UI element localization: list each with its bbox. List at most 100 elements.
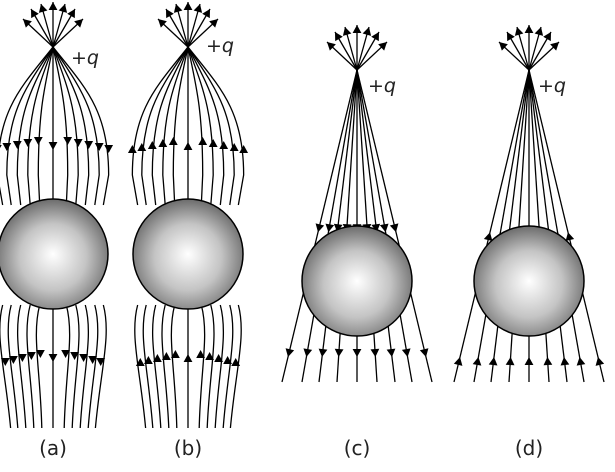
upper-field-line-b-r3 — [187, 46, 235, 206]
lower-arrow-c-2 — [318, 348, 328, 358]
center-upper-arrow-a — [48, 142, 58, 150]
lower-arrow-b-r4 — [231, 358, 241, 366]
upper-field-line-a-l4 — [0, 46, 54, 206]
upper-field-line-b-l4 — [131, 46, 189, 206]
upper-field-line-a-r3 — [52, 46, 100, 206]
upper-arrow-b-l3 — [137, 143, 147, 151]
charge-label-d: +q — [538, 75, 566, 97]
lower-field-line-a-r4 — [94, 304, 107, 429]
outward-arrow-b-3 — [193, 4, 203, 13]
lower-arrow-b-r2 — [214, 354, 223, 362]
upper-arrow-a-r0 — [63, 137, 73, 145]
lower-field-line-a-r1 — [71, 304, 80, 429]
field-line-d-6 — [528, 69, 568, 383]
upper-arrow-d-8 — [565, 232, 575, 242]
lower-arrow-a-r2 — [79, 354, 88, 362]
lower-arrow-d-5 — [543, 357, 553, 366]
lower-arrow-a-l3 — [9, 356, 18, 364]
field-lines-b — [127, 2, 249, 429]
upper-field-line-a-l1 — [27, 46, 54, 206]
outward-arrow-c-0 — [335, 32, 343, 42]
lower-arrow-b-r3 — [223, 356, 232, 364]
lower-arrow-b-l4 — [135, 358, 145, 366]
upper-arrow-c-2 — [333, 223, 343, 233]
outward-arrow-a-4 — [67, 9, 75, 19]
upper-arrow-c-7 — [379, 223, 389, 233]
upper-field-line-a-r2 — [52, 46, 90, 206]
upper-field-line-b-l3 — [141, 46, 189, 206]
lower-arrow-c-4 — [352, 349, 362, 358]
lower-field-line-b-l2 — [151, 304, 162, 429]
outward-arrow-a-2 — [48, 2, 58, 10]
upper-arrow-a-r3 — [94, 143, 104, 151]
upper-arrow-b-r0 — [198, 137, 208, 145]
panel-d: +q (d) — [453, 25, 605, 460]
lower-arrow-a-l0 — [36, 350, 45, 358]
lower-arrow-d-7 — [576, 357, 586, 366]
outward-arrow-d-0 — [507, 32, 515, 42]
charge-label-b: +q — [206, 35, 234, 57]
upper-arrow-b-l4 — [127, 145, 137, 153]
upper-field-line-a-l3 — [6, 46, 54, 206]
lower-arrow-b-r1 — [205, 352, 214, 360]
lower-arrow-c-1 — [303, 348, 313, 358]
panel-label-c: (c) — [344, 436, 371, 460]
outward-arrow-d-2 — [524, 25, 534, 33]
upper-arrow-a-r4 — [104, 145, 114, 153]
outward-arrow-b-2 — [183, 2, 193, 10]
panel-label-d: (d) — [515, 436, 543, 460]
upper-arrow-b-r1 — [208, 139, 218, 147]
outward-arrow-d-6 — [550, 42, 559, 51]
lower-arrow-a-r4 — [96, 358, 106, 366]
outward-arrow-d-3 — [534, 27, 544, 36]
conducting-sphere-c — [301, 225, 413, 337]
lower-arrow-c-5 — [370, 348, 380, 358]
outward-arrow-a-6 — [74, 19, 83, 28]
center-upper-arrow-b — [183, 142, 193, 150]
lower-arrow-b-l2 — [153, 354, 162, 362]
outward-arrow-b-0 — [166, 9, 174, 19]
lower-field-line-b-r0 — [198, 304, 206, 429]
lower-arrow-c-8 — [419, 348, 429, 358]
field-line-d-8 — [528, 69, 605, 383]
charge-label-a: +q — [71, 47, 99, 69]
center-lower-arrow-a — [48, 354, 58, 362]
upper-arrow-b-r4 — [239, 145, 249, 153]
upper-field-line-b-l2 — [151, 46, 189, 206]
lower-field-line-a-l3 — [7, 304, 19, 429]
outward-arrow-c-2 — [352, 25, 362, 33]
panel-a: +q (a) — [0, 2, 114, 460]
lower-arrow-b-r0 — [196, 350, 205, 358]
lower-field-line-b-r2 — [214, 304, 225, 429]
lower-field-line-a-l1 — [26, 304, 35, 429]
charge-label-c: +q — [368, 75, 396, 97]
lower-arrow-d-4 — [524, 357, 534, 366]
lower-arrow-a-l4 — [0, 358, 10, 366]
lower-arrow-d-0 — [453, 357, 463, 366]
upper-field-line-a-r0 — [52, 46, 69, 206]
outward-arrow-a-1 — [38, 4, 48, 13]
outward-arrow-c-4 — [371, 32, 379, 42]
lower-arrow-a-r1 — [70, 352, 79, 360]
lower-field-line-a-l0 — [35, 304, 43, 429]
lower-arrow-c-3 — [334, 348, 344, 358]
upper-field-line-b-r1 — [187, 46, 214, 206]
upper-field-line-b-l0 — [172, 46, 189, 206]
lower-field-line-a-r2 — [79, 304, 90, 429]
outward-arrow-c-3 — [362, 27, 372, 36]
upper-field-line-b-r0 — [187, 46, 204, 206]
upper-arrow-a-l1 — [23, 139, 33, 147]
lower-field-line-a-r3 — [87, 304, 99, 429]
upper-arrow-d-0 — [483, 232, 493, 242]
panel-b: +q (b) — [127, 2, 249, 460]
upper-arrow-a-r1 — [73, 139, 83, 147]
lower-arrow-b-l1 — [162, 352, 171, 360]
lower-field-line-b-l0 — [170, 304, 178, 429]
lower-arrow-d-1 — [472, 357, 482, 366]
lower-arrow-b-l3 — [144, 356, 153, 364]
upper-arrow-a-l2 — [12, 141, 22, 149]
lower-arrow-a-r3 — [88, 356, 97, 364]
upper-arrow-a-r2 — [84, 141, 94, 149]
lower-arrow-a-l2 — [18, 354, 27, 362]
